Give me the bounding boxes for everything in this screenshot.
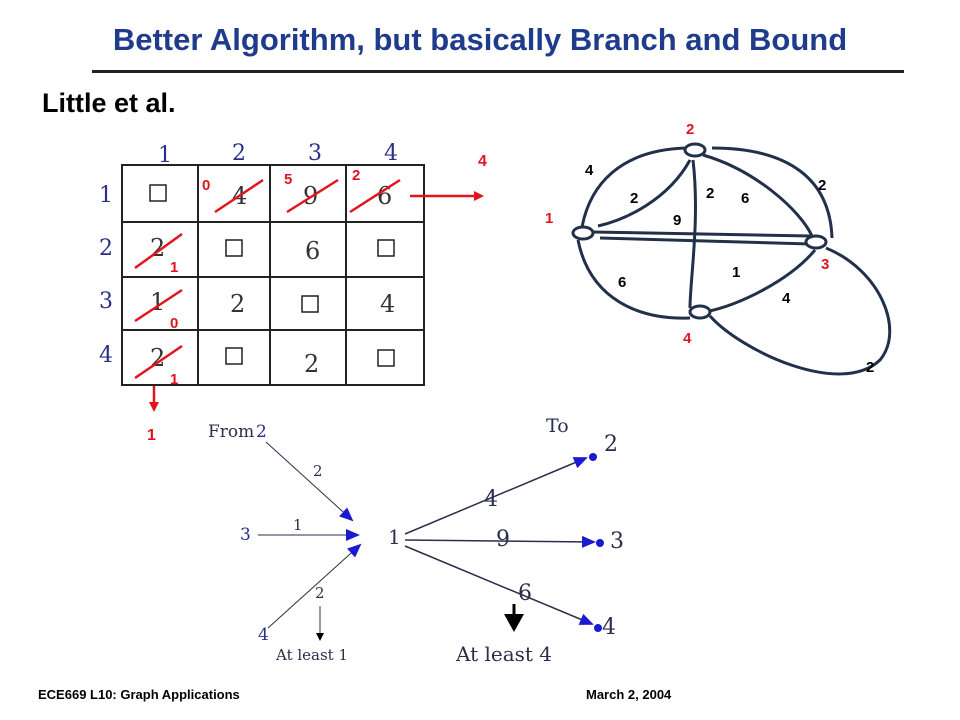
row1-reduced-0: 0: [202, 177, 210, 194]
out-node-3: 3: [610, 529, 624, 554]
row-header-4: 4: [99, 343, 113, 368]
col-header-4: 4: [384, 141, 398, 166]
edge-label: 1: [732, 264, 740, 281]
empty-cell-square: [377, 239, 395, 257]
edge-label: 9: [673, 212, 681, 229]
col1-reduced-1b: 1: [170, 371, 178, 388]
slide-title: Better Algorithm, but basically Branch a…: [112, 22, 848, 57]
node-label-3: 3: [821, 256, 829, 273]
cell-3-2: 2: [230, 290, 245, 318]
graph-node-3: [804, 234, 828, 250]
row-header-3: 3: [99, 289, 113, 314]
branch-diagram: From 2 3 4 2 1 2 At least 1 1 To 4 9 6 2…: [208, 415, 624, 666]
slide-subtitle: Little et al.: [42, 88, 176, 118]
col-header-3: 3: [308, 141, 322, 166]
node-label-2: 2: [686, 121, 694, 138]
out-node-2: 2: [604, 432, 618, 457]
cell-1-4: 6: [377, 182, 392, 210]
cell-4-3: 2: [304, 350, 319, 378]
empty-cell-square: [225, 347, 243, 365]
out-weight-2: 4: [484, 487, 498, 512]
graph-node-4: [688, 304, 712, 320]
graph-labels: 2 1 3 4 4 2 2 6 2 9 1 6 4 2: [545, 121, 874, 376]
title-rule: [92, 70, 904, 73]
out-weight-4: 6: [518, 581, 532, 606]
down-arrow-icon: [504, 614, 524, 632]
row-min-value: 4: [478, 153, 487, 170]
footer-course: ECE669 L10: Graph Applications: [38, 687, 240, 702]
empty-cell-square: [149, 184, 167, 202]
col1-reduced-1: 1: [170, 259, 178, 276]
in-node-3: 3: [240, 525, 251, 545]
empty-cell-square: [225, 239, 243, 257]
row-header-2: 2: [99, 236, 113, 261]
col-min-value: 1: [147, 427, 156, 444]
graph-diagram: [571, 142, 892, 376]
node-label-1: 1: [545, 210, 553, 227]
empty-cell-square: [377, 349, 395, 367]
out-node-4: 4: [602, 615, 616, 640]
edge-label: 2: [706, 185, 714, 202]
edge-label: 2: [866, 359, 874, 376]
at-least-in-label: At least 1: [275, 646, 348, 664]
footer-date: March 2, 2004: [586, 687, 672, 702]
edge-label: 4: [585, 162, 594, 179]
edge-label: 6: [618, 274, 626, 291]
row-header-1: 1: [99, 183, 113, 208]
in-weight-4: 2: [315, 584, 325, 602]
in-weight-3: 1: [293, 516, 303, 534]
out-weight-3: 9: [496, 527, 510, 552]
cell-3-4: 4: [380, 290, 395, 318]
node-label-4: 4: [683, 330, 692, 347]
col1-reduced-0: 0: [170, 315, 178, 332]
col-header-1: 1: [158, 143, 172, 168]
in-weight-2: 2: [313, 462, 323, 480]
cell-2-3: 6: [305, 237, 320, 265]
edge-label: 4: [782, 290, 791, 307]
row1-reduced-2: 2: [352, 167, 360, 184]
graph-node-2: [683, 142, 707, 158]
center-node-label: 1: [388, 525, 401, 549]
cost-matrix: 1 2 3 4 1 2 3 4 4 9 6 2 6 1 2 4 2 2: [99, 141, 487, 444]
from-label: From: [208, 422, 254, 442]
edge-label: 6: [741, 190, 749, 207]
at-least-out-label: At least 4: [455, 642, 552, 666]
to-label: To: [546, 415, 569, 437]
edge-label: 2: [630, 190, 638, 207]
empty-cell-square: [301, 295, 319, 313]
graph-node-1: [571, 225, 595, 241]
edge-label: 2: [818, 177, 826, 194]
col-header-2: 2: [232, 141, 246, 166]
in-node-4: 4: [258, 625, 269, 645]
in-node-2: 2: [256, 422, 267, 442]
row1-reduced-5: 5: [284, 171, 292, 188]
